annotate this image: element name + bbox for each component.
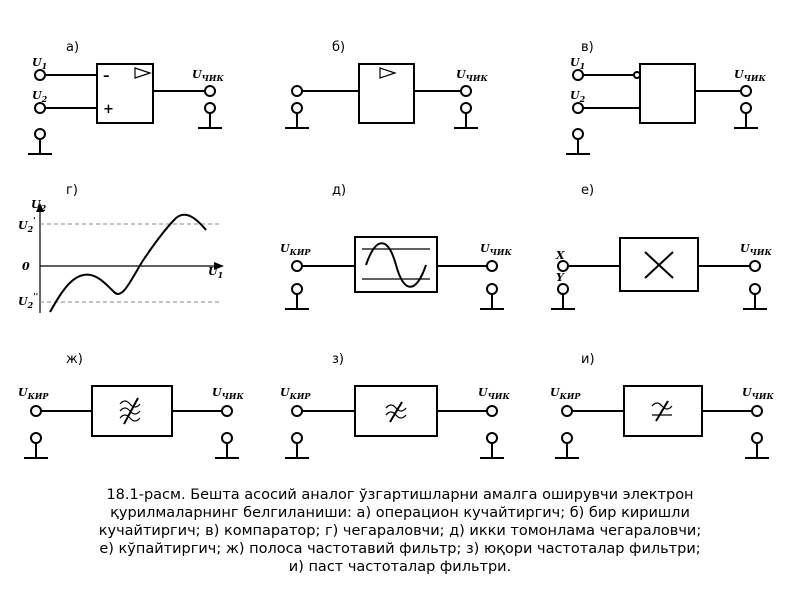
terminal-icon (572, 102, 584, 114)
inverting-input-sign: – (103, 69, 110, 84)
caption-line: қурилмаларнинг белгиланиши: а) операцион… (110, 505, 690, 521)
x-axis-arrow-icon (214, 262, 224, 270)
lower-limit-label: U2'' (18, 291, 38, 310)
terminal-icon (572, 69, 584, 81)
amplifier-block (358, 63, 415, 124)
ground-terminal-icon (486, 432, 498, 444)
panel-a-out-label: UЧИК (192, 68, 224, 83)
ground-terminal-icon (221, 432, 233, 444)
panel-zh-in-label: UКИР (18, 386, 49, 401)
panel-zh-band-pass-filter: ж) UКИР UЧИК (18, 352, 244, 459)
panel-e-out-label: UЧИК (740, 242, 772, 257)
multiplier-block (619, 237, 699, 292)
terminal-icon (486, 260, 498, 272)
terminal-icon (749, 260, 761, 272)
panel-v-in2-label: U2 (570, 89, 586, 104)
panel-d-out-label: UЧИК (480, 242, 512, 257)
terminal-icon (34, 102, 46, 114)
upper-limit-label: U2' (18, 215, 36, 234)
ground-terminal-icon (291, 432, 303, 444)
terminal-icon (221, 405, 233, 417)
panel-zh-out-label: UЧИК (212, 386, 244, 401)
panel-i-out-label: UЧИК (742, 386, 774, 401)
panel-b-amplifier: б) UЧИК (285, 40, 488, 129)
terminal-icon (34, 69, 46, 81)
panel-g-limiter-graph: г) U2 U1 0 U2' U2'' (18, 183, 224, 313)
figure-caption: 18.1-расм. Бешта асосий аналог ўзгартишл… (20, 486, 780, 576)
terminal-icon (740, 85, 752, 97)
panel-z-high-pass-filter: з) UКИР UЧИК (280, 352, 510, 459)
amplifier-triangle-icon (134, 67, 152, 79)
caption-line: и) паст частоталар фильтри. (288, 559, 512, 575)
band-pass-icon (123, 397, 139, 425)
y-axis-arrow-icon (36, 203, 44, 212)
ground-terminal-icon (751, 432, 763, 444)
ground-terminal-icon (204, 102, 216, 114)
caption-line: кучайтиргич; в) компаратор; г) чегаралов… (98, 523, 702, 539)
panel-d-letter: д) (332, 183, 346, 198)
limiter-block (354, 236, 438, 293)
caption-line: е) кўпайтиргич; ж) полоса частотавий фил… (99, 541, 701, 557)
ground-terminal-icon (561, 432, 573, 444)
terminal-icon (291, 260, 303, 272)
noninverting-input-sign: + (103, 102, 114, 117)
terminal-icon (291, 85, 303, 97)
panel-z-in-label: UКИР (280, 386, 311, 401)
ground-terminal-icon (749, 283, 761, 295)
panel-i-in-label: UКИР (550, 386, 581, 401)
origin-label: 0 (22, 260, 30, 273)
panel-v-in1-label: U1 (570, 56, 585, 71)
panel-d-two-sided-limiter: д) UКИР UЧИК (280, 183, 512, 310)
panel-e-multiplier: е) X Y UЧИК (551, 183, 772, 310)
terminal-icon (751, 405, 763, 417)
comparator-block (639, 63, 696, 124)
panel-e-letter: е) (581, 183, 594, 198)
y-axis-label: U2 (31, 198, 47, 213)
terminal-icon (291, 405, 303, 417)
terminal-icon (460, 85, 472, 97)
ground-terminal-icon (460, 102, 472, 114)
low-pass-icon (655, 400, 669, 422)
terminal-icon (557, 283, 569, 295)
sine-wave-icon (365, 242, 427, 288)
panel-v-letter: в) (581, 40, 594, 55)
ground-terminal-icon (572, 128, 584, 140)
panel-a-in1-label: U1 (32, 56, 47, 71)
panel-i-low-pass-filter: и) UКИР UЧИК (550, 352, 774, 459)
panel-i-letter: и) (581, 352, 595, 367)
panel-b-out-label: UЧИК (456, 68, 488, 83)
terminal-icon (486, 405, 498, 417)
terminal-icon (557, 260, 569, 272)
ground-terminal-icon (30, 432, 42, 444)
high-pass-icon (389, 401, 403, 423)
terminal-icon (561, 405, 573, 417)
panel-b-letter: б) (332, 40, 345, 55)
ground-terminal-icon (34, 128, 46, 140)
amplifier-triangle-icon (379, 67, 397, 79)
ground-terminal-icon (291, 102, 303, 114)
panel-z-out-label: UЧИК (478, 386, 510, 401)
panel-g-letter: г) (66, 183, 78, 198)
ground-terminal-icon (486, 283, 498, 295)
x-axis-label: U1 (208, 265, 223, 280)
panel-d-in-label: UКИР (280, 242, 311, 257)
op-amp-block (96, 63, 154, 124)
panel-v-comparator: в) U1 U2 UЧИК (566, 40, 766, 155)
panel-e-x-label: X (555, 249, 565, 262)
panel-z-letter: з) (332, 352, 344, 367)
ground-terminal-icon (291, 283, 303, 295)
panel-a-in2-label: U2 (32, 89, 48, 104)
panel-zh-letter: ж) (66, 352, 83, 367)
transfer-curve (49, 213, 207, 313)
panel-a-letter: а) (66, 40, 79, 55)
caption-line: 18.1-расм. Бешта асосий аналог ўзгартишл… (106, 487, 694, 503)
panel-v-out-label: UЧИК (734, 68, 766, 83)
ground-terminal-icon (740, 102, 752, 114)
panel-e-y-label: Y (556, 271, 565, 284)
terminal-icon (204, 85, 216, 97)
panel-a-op-amp: а) U1 U2 – + UЧИК (28, 40, 224, 155)
terminal-icon (30, 405, 42, 417)
